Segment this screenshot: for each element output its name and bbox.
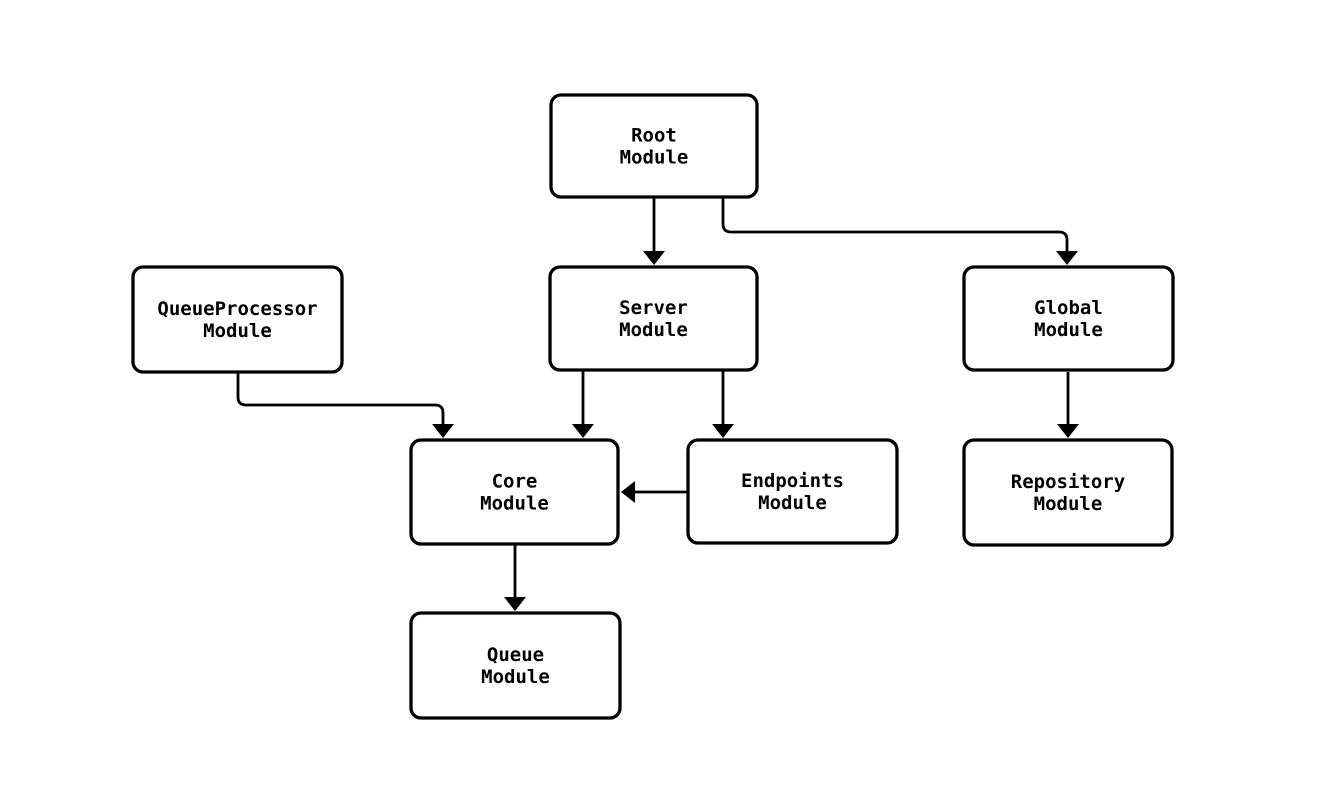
node-box [962, 438, 1174, 547]
node-box [549, 93, 759, 199]
arrowhead-icon [572, 424, 594, 438]
arrowhead-icon [504, 597, 526, 611]
edge-root-to-global [721, 197, 1078, 265]
edge-line [236, 372, 445, 424]
edge-core-to-queue [504, 544, 526, 611]
edge-line [721, 197, 1069, 251]
arrowhead-icon [1057, 424, 1079, 438]
node-box [409, 611, 622, 720]
edge-queueprocessor-to-core [236, 372, 454, 438]
edge-root-to-server [643, 197, 665, 265]
arrowhead-icon [621, 481, 635, 503]
edge-endpoints-to-core [621, 481, 688, 503]
node-box [962, 265, 1175, 372]
node-box [548, 265, 759, 372]
arrowhead-icon [432, 424, 454, 438]
node-box [131, 265, 344, 374]
edge-server-to-endpoints [712, 370, 734, 438]
arrowhead-icon [712, 424, 734, 438]
arrowhead-icon [643, 251, 665, 265]
arrowhead-icon [1056, 251, 1078, 265]
node-box [686, 438, 899, 545]
node-box [409, 438, 620, 546]
edge-server-to-core [572, 370, 594, 438]
edge-global-to-repository [1057, 372, 1079, 438]
